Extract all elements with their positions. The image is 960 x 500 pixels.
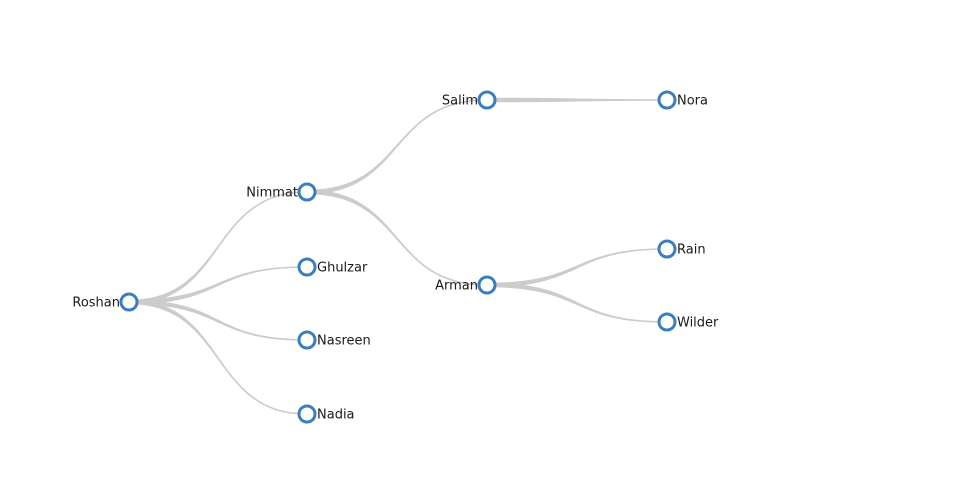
node-circle-icon[interactable] [119, 292, 139, 312]
node-label: Wilder [677, 316, 719, 331]
graph-node-rain[interactable]: Rain [657, 239, 706, 259]
node-label: Nora [677, 94, 708, 109]
graph-edge [487, 282, 667, 323]
graph-edge [487, 97, 667, 103]
node-circle-icon[interactable] [297, 330, 317, 350]
node-label: Nimmat [246, 186, 298, 201]
graph-node-nadia[interactable]: Nadia [297, 404, 355, 424]
node-circle-icon[interactable] [657, 312, 677, 332]
node-label: Rain [677, 243, 706, 258]
graph-node-arman[interactable]: Arman [435, 275, 497, 295]
graph-edge [129, 299, 307, 341]
node-circle-icon[interactable] [657, 90, 677, 110]
graph-edge [129, 191, 307, 305]
graph-node-nasreen[interactable]: Nasreen [297, 330, 371, 350]
node-circle-icon[interactable] [657, 239, 677, 259]
node-label: Nadia [317, 408, 355, 423]
graph-node-nimmat[interactable]: Nimmat [246, 182, 317, 202]
node-circle-icon[interactable] [477, 275, 497, 295]
node-label: Nasreen [317, 334, 371, 349]
graph-edge [307, 99, 487, 195]
node-circle-icon[interactable] [297, 404, 317, 424]
node-circle-icon[interactable] [297, 257, 317, 277]
node-label: Ghulzar [317, 261, 368, 276]
edges-layer [129, 97, 667, 415]
graph-edge [129, 299, 307, 415]
graph-edge [307, 189, 487, 286]
graph-edge [487, 248, 667, 288]
node-label: Roshan [72, 296, 120, 311]
node-circle-icon[interactable] [477, 90, 497, 110]
graph-node-ghulzar[interactable]: Ghulzar [297, 257, 368, 277]
graph-node-wilder[interactable]: Wilder [657, 312, 719, 332]
graph-edge [129, 266, 307, 305]
graph-node-nora[interactable]: Nora [657, 90, 708, 110]
node-label: Arman [435, 279, 478, 294]
graph-node-salim[interactable]: Salim [442, 90, 497, 110]
graph-node-roshan[interactable]: Roshan [72, 292, 139, 312]
node-label: Salim [442, 94, 478, 109]
node-circle-icon[interactable] [297, 182, 317, 202]
